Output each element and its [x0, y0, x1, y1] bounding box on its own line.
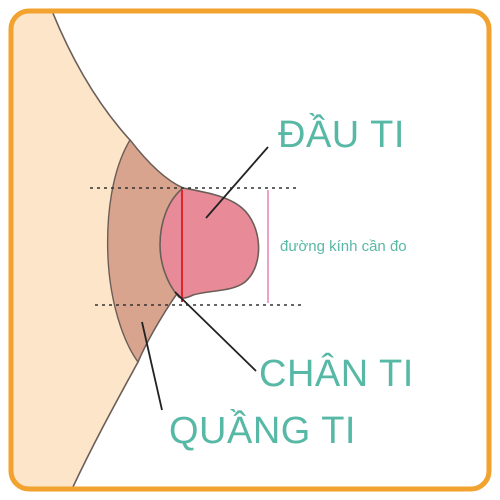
areola-shape — [106, 138, 184, 364]
nipple-base-label: CHÂN TI — [259, 352, 414, 395]
areola-label: QUẦNG TI — [169, 408, 356, 452]
frame-border — [8, 8, 492, 492]
nipple-label: ĐẦU TI — [278, 112, 405, 156]
nipple-shape — [159, 187, 260, 300]
nipple-base-pointer-line — [174, 291, 257, 372]
nipple-pointer-line — [205, 146, 269, 219]
measure-label: đường kính cần đo — [280, 238, 407, 255]
areola-pointer-line — [141, 321, 163, 411]
